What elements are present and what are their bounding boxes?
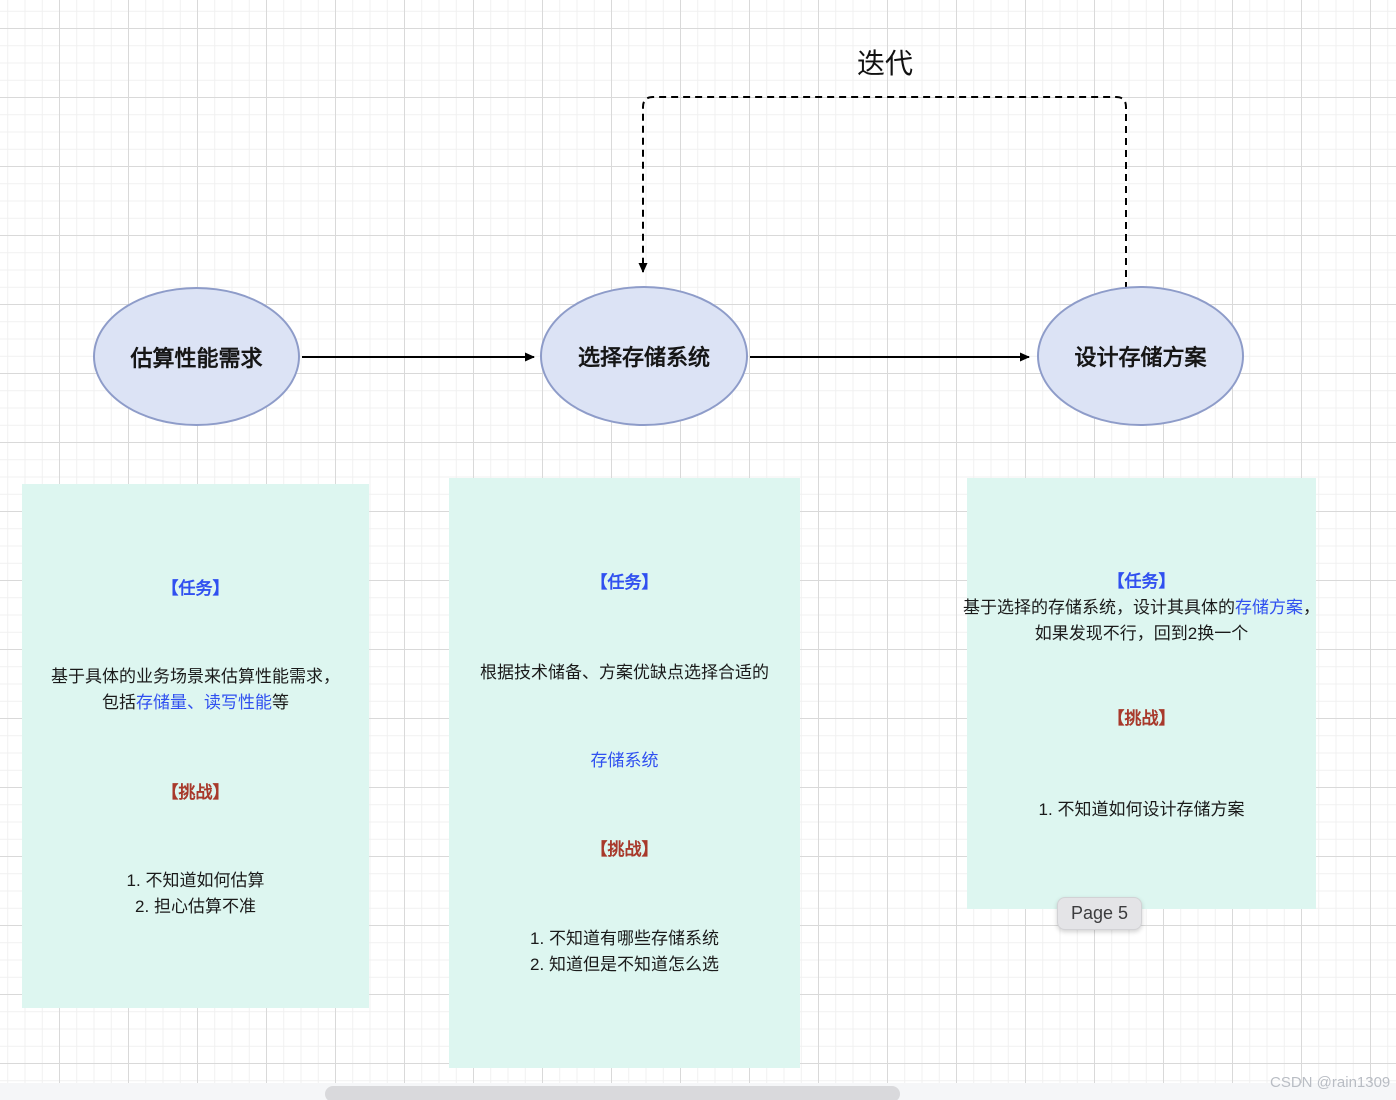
task-text-link: 存储量、读写性能 <box>136 693 272 712</box>
challenge-list: 1. 不知道如何估算 2. 担心估算不准 <box>16 868 375 920</box>
challenge-heading: 【挑战】 <box>161 783 230 802</box>
task-text-suffix: ，如果发现不行，回到2换一个 <box>1034 598 1320 643</box>
task-text-suffix: 等 <box>272 693 289 712</box>
task-heading: 【任务】 <box>590 573 659 592</box>
page-badge: Page 5 <box>1057 897 1142 930</box>
task-text-line1: 基于具体的业务场景来估算性能需求， <box>51 667 340 686</box>
flow-node-label: 选择存储系统 <box>577 345 710 370</box>
flow-node-label: 估算性能需求 <box>130 345 263 371</box>
task-heading: 【任务】 <box>1107 572 1176 591</box>
flow-node-design-storage-plan: 设计存储方案 <box>1037 286 1244 426</box>
task-text-prefix: 基于选择的存储系统，设计其具体的 <box>963 598 1235 617</box>
flow-node-choose-storage-system: 选择存储系统 <box>540 286 748 426</box>
challenge-heading: 【挑战】 <box>1107 709 1176 728</box>
challenge-item: 2. 知道但是不知道怎么选 <box>530 955 719 974</box>
challenge-list: 1. 不知道如何设计存储方案 <box>961 797 1322 823</box>
challenge-item: 2. 担心估算不准 <box>135 897 256 916</box>
storage-system-link: 存储系统 <box>590 751 659 770</box>
task-text: 基于选择的存储系统，设计其具体的存储方案，如果发现不行，回到2换一个 <box>961 595 1322 647</box>
task-heading: 【任务】 <box>161 579 230 598</box>
flow-node-label: 设计存储方案 <box>1074 345 1207 370</box>
challenge-item: 1. 不知道如何设计存储方案 <box>1038 800 1245 819</box>
iteration-label: 迭代 <box>856 48 913 79</box>
challenge-list: 1. 不知道有哪些存储系统 2. 知道但是不知道怎么选 <box>443 926 806 978</box>
challenge-item: 1. 不知道有哪些存储系统 <box>530 929 719 948</box>
task-text: 基于具体的业务场景来估算性能需求， 包括存储量、读写性能等 <box>16 664 375 716</box>
note-box-choose-system: 【任务】 根据技术储备、方案优缺点选择合适的 存储系统 【挑战】 1. 不知道有… <box>449 478 800 1068</box>
challenge-heading: 【挑战】 <box>590 840 659 859</box>
note-box-estimate: 【任务】 基于具体的业务场景来估算性能需求， 包括存储量、读写性能等 【挑战】 … <box>22 484 369 1008</box>
task-text-prefix: 包括 <box>102 693 136 712</box>
task-text-link: 存储方案 <box>1235 598 1303 617</box>
watermark: CSDN @rain1309 <box>1270 1074 1391 1091</box>
iteration-dashed-arrow <box>638 96 1127 289</box>
horizontal-scrollbar-thumb[interactable] <box>325 1086 900 1100</box>
challenge-item: 1. 不知道如何估算 <box>126 871 265 890</box>
task-text: 根据技术储备、方案优缺点选择合适的 <box>480 663 769 682</box>
flow-node-estimate-performance: 估算性能需求 <box>93 287 300 426</box>
note-box-design-plan: 【任务】 基于选择的存储系统，设计其具体的存储方案，如果发现不行，回到2换一个 … <box>963 478 1320 909</box>
